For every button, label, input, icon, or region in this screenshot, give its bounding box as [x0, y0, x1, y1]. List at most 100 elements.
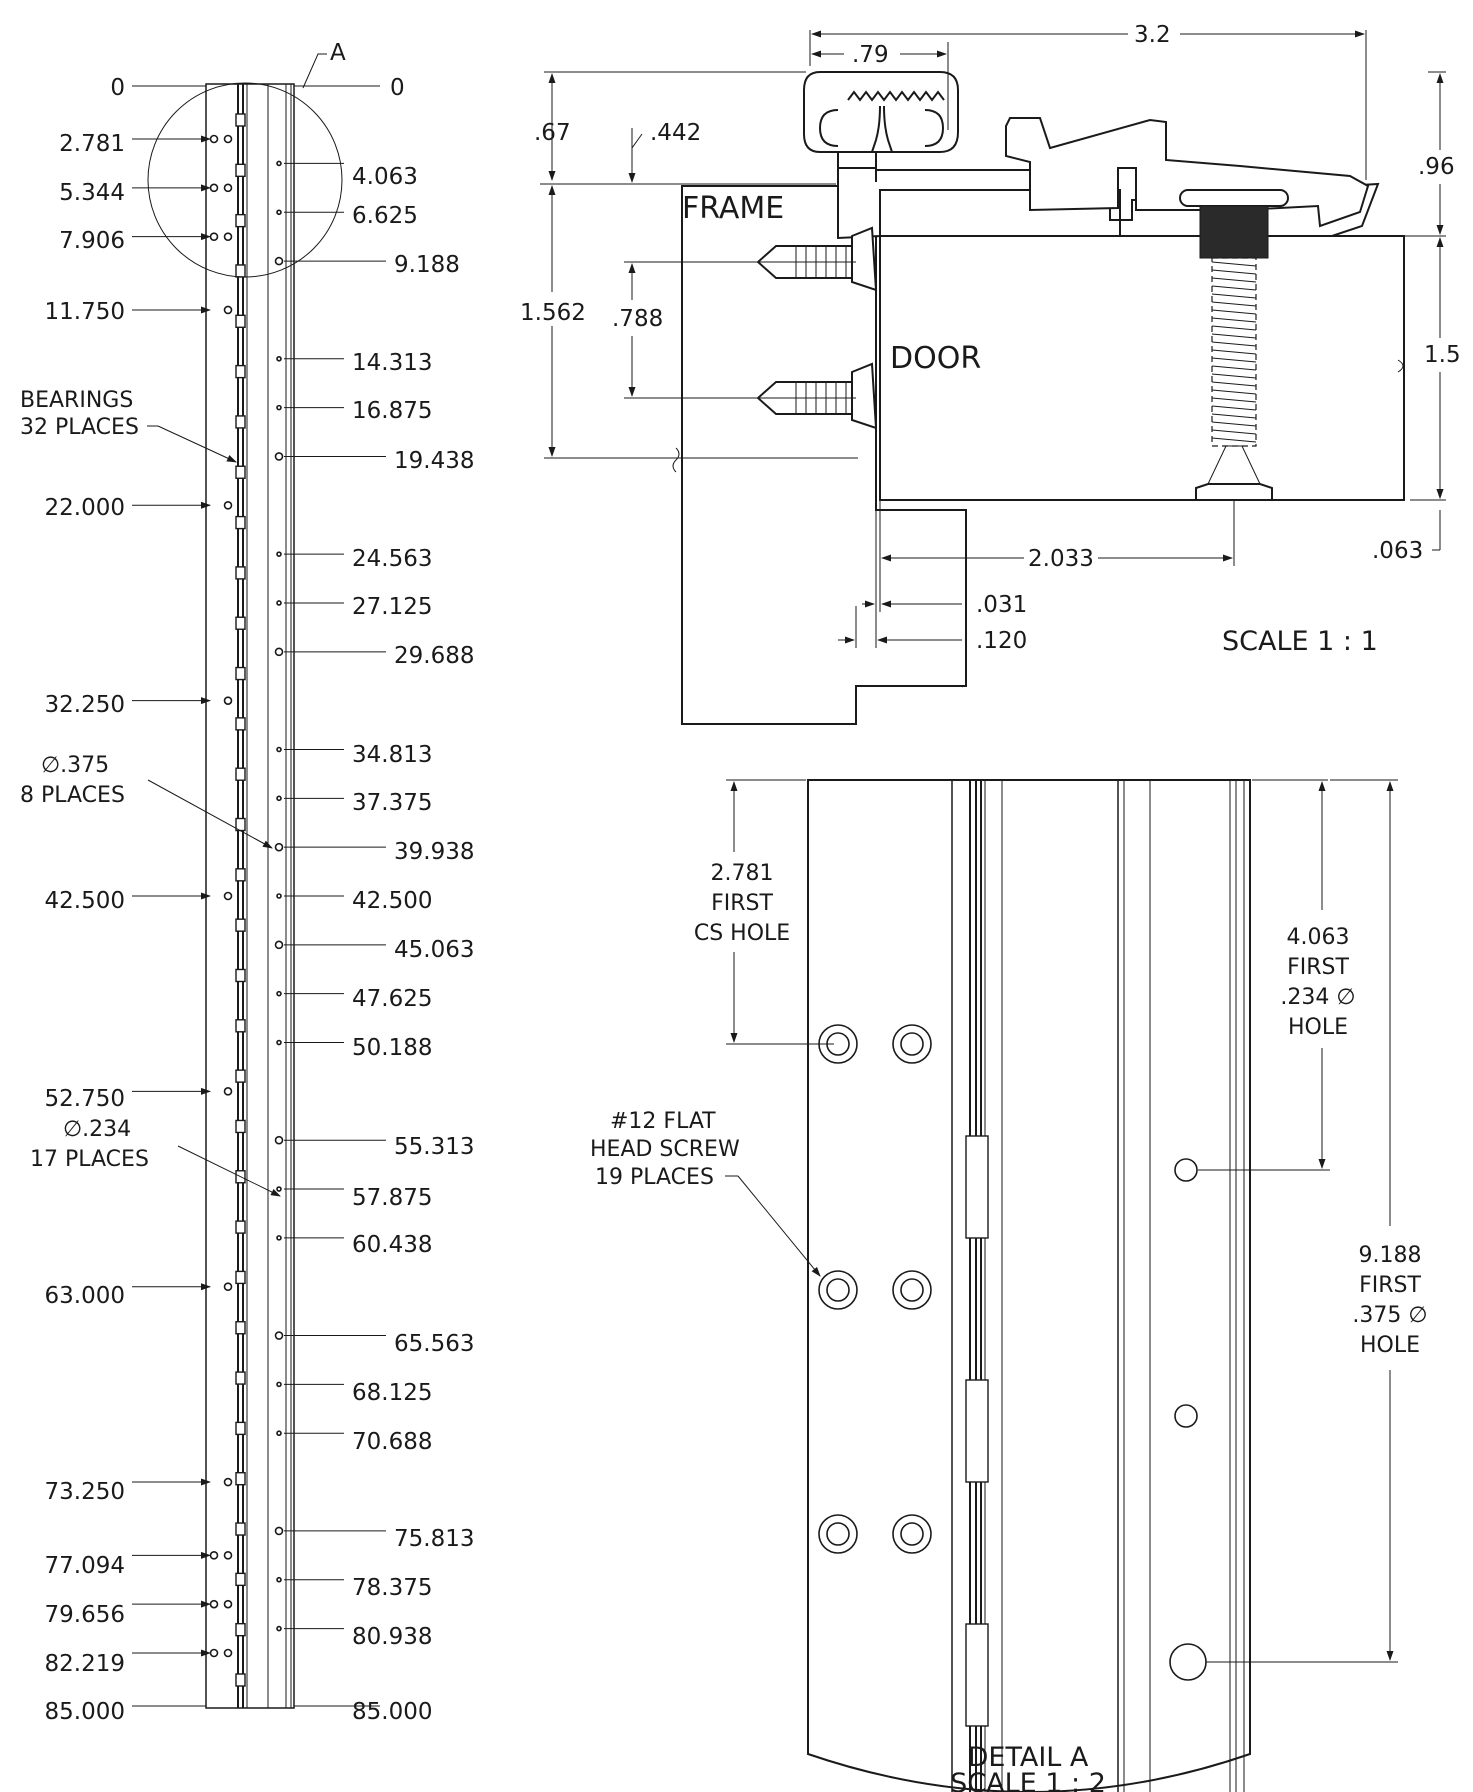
- right-station-label: 65.563: [394, 1331, 474, 1357]
- leaf-hole-large-mark: [274, 1331, 284, 1340]
- right-station-label: 80.938: [352, 1624, 432, 1650]
- bearing-mark: [235, 213, 246, 228]
- countersunk-hole-mark: [223, 305, 233, 315]
- leaf-hole-small-mark: [276, 1625, 282, 1632]
- leaf-holes: [1169, 1158, 1207, 1681]
- bearing-mark: [235, 616, 246, 630]
- right-station-label: 85.000: [352, 1699, 432, 1725]
- left-station-label: 2.781: [59, 131, 125, 157]
- countersunk-hole-mark: [223, 232, 233, 241]
- first-375-hole-note: HOLE: [1360, 1333, 1420, 1358]
- dimension-788: .788: [612, 261, 856, 399]
- detail-a-callout-label: A: [330, 40, 346, 66]
- hinge-long-view: A 0 2.781 5.344 7.906 11.750 22.000 32.2…: [20, 40, 474, 1725]
- bearing-knuckle: [965, 1623, 989, 1727]
- bearing-mark: [235, 1321, 246, 1335]
- leaf-hole-large-mark: [274, 256, 284, 266]
- left-station-label: 85.000: [45, 1699, 125, 1725]
- dim-1562-label: 1.562: [520, 300, 586, 326]
- first-cs-hole-dimension: 2.781 FIRST CS HOLE: [694, 779, 834, 1045]
- right-station-dimensions: 0 4.063 6.625 9.188 14.313 16.875 19.438…: [352, 75, 474, 1725]
- first-234-hole-dimension: 4.063 FIRST .234 ∅ HOLE: [1198, 779, 1356, 1171]
- right-station-label: 39.938: [394, 839, 474, 865]
- bearing-mark: [235, 415, 246, 429]
- right-station-label: 4.063: [352, 164, 418, 190]
- right-station-label: 55.313: [394, 1134, 474, 1160]
- leaf-hole-small-mark: [276, 404, 282, 411]
- dimension-1-5: 1.5: [1410, 237, 1461, 501]
- countersunk-hole-mark: [223, 1648, 233, 1658]
- dim-67-label: .67: [534, 120, 571, 146]
- bearing-mark: [235, 968, 246, 983]
- left-station-label: 63.000: [45, 1283, 125, 1309]
- dim-1-5-label: 1.5: [1424, 342, 1461, 368]
- leaf-holes: [274, 160, 284, 1632]
- dimension-96: .96: [1290, 71, 1455, 237]
- bearing-mark: [235, 1622, 246, 1637]
- hole-234-note-leader: [177, 1145, 281, 1197]
- dimension-120: .120: [838, 606, 1027, 654]
- leaf-hole-large-mark: [274, 842, 284, 852]
- bearing-mark: [235, 113, 246, 127]
- bearing-mark: [235, 666, 246, 681]
- bearing-knuckle: [965, 1379, 989, 1483]
- leaf-hole-small-mark: [276, 1430, 282, 1437]
- countersunk-holes: [209, 134, 233, 1658]
- section-scale-label: SCALE 1 : 1: [1222, 626, 1378, 657]
- first-cs-hole-note: FIRST: [711, 891, 773, 916]
- bearing-mark: [235, 1019, 246, 1033]
- bearing-mark: [235, 515, 246, 530]
- screw-note-line: HEAD SCREW: [590, 1137, 740, 1162]
- frame-break-mark: [672, 447, 680, 473]
- bearing-mark: [235, 1069, 246, 1083]
- countersunk-hole-mark: [223, 500, 233, 510]
- dimension-2033: 2.033: [879, 500, 1235, 572]
- countersunk-hole-mark: [223, 1551, 233, 1560]
- bearings-note-line: BEARINGS: [20, 388, 133, 413]
- hinge-gear-teeth: [847, 90, 945, 102]
- screw-note-line: #12 FLAT: [610, 1109, 716, 1134]
- dimension-79: .79: [811, 42, 949, 130]
- bearing-mark: [235, 1472, 246, 1486]
- dimension-3-2: 3.2: [809, 22, 1367, 180]
- first-375-hole-note: 9.188: [1359, 1243, 1422, 1268]
- leaf-hole-small-mark: [276, 1576, 282, 1583]
- bearing-mark: [235, 264, 246, 278]
- right-station-label: 27.125: [352, 594, 432, 620]
- leaf-hole-small-mark: [276, 1235, 282, 1241]
- left-station-label: 22.000: [45, 495, 125, 521]
- left-station-label: 11.750: [45, 299, 125, 325]
- leaf-hole-small-mark: [276, 1039, 282, 1046]
- left-station-label: 0: [110, 75, 125, 101]
- leaf-hole-large-mark: [274, 1526, 284, 1536]
- left-station-label: 42.500: [45, 888, 125, 914]
- countersunk-holes: [818, 1024, 932, 1554]
- countersunk-hole-mark: [223, 1282, 233, 1292]
- countersunk-hole-mark: [209, 134, 219, 144]
- left-station-label: 7.906: [59, 228, 125, 254]
- dim-3-2-label: 3.2: [1134, 22, 1171, 48]
- countersunk-hole-mark: [223, 1599, 233, 1609]
- hole-234-note-line: 17 PLACES: [30, 1147, 149, 1172]
- bearing-mark: [235, 1421, 246, 1436]
- bearing-mark: [235, 1270, 246, 1285]
- bearing-mark: [235, 566, 246, 580]
- countersunk-hole-mark: [223, 1087, 233, 1096]
- first-cs-hole-note: 2.781: [711, 861, 774, 886]
- right-station-label: 70.688: [352, 1429, 432, 1455]
- detail-a-body: [807, 779, 1251, 1792]
- first-234-hole-note: HOLE: [1288, 1015, 1348, 1040]
- bearing-mark: [235, 1522, 246, 1536]
- bearing-mark: [235, 1220, 246, 1234]
- right-station-label: 68.125: [352, 1380, 432, 1406]
- leaf-hole-large-mark: [274, 647, 284, 657]
- leaf-hole-small-mark: [276, 1186, 282, 1192]
- left-station-dimensions: 0 2.781 5.344 7.906 11.750 22.000 32.250…: [45, 75, 125, 1725]
- bearing-mark: [235, 314, 246, 328]
- bearing-knuckle: [965, 1135, 989, 1239]
- detail-a-view: 2.781 FIRST CS HOLE 4.063 FIRST .234 ∅ H…: [590, 779, 1428, 1792]
- first-375-hole-note: .375 ∅: [1352, 1303, 1427, 1328]
- screw-note: #12 FLAT HEAD SCREW 19 PLACES: [590, 1109, 821, 1277]
- right-station-label: 9.188: [394, 252, 460, 278]
